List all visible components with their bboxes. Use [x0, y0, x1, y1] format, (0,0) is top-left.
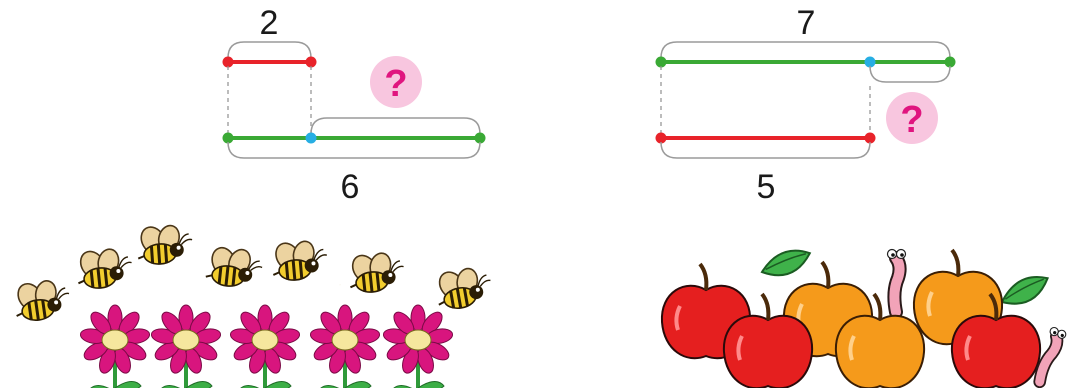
bottom-label: 6 — [341, 168, 360, 206]
diagram-right: 7 ? 5 — [655, 4, 956, 206]
question-mark: ? — [900, 99, 923, 141]
top-bracket — [227, 41, 312, 59]
question-mark: ? — [384, 63, 407, 105]
endpoint — [655, 132, 667, 144]
bottom-label: 5 — [757, 168, 776, 206]
endpoint — [222, 56, 234, 68]
endpoint — [944, 56, 956, 68]
worm-icon — [888, 250, 906, 313]
leaf-icon — [758, 247, 814, 279]
top-bracket — [660, 41, 951, 59]
flower-icon — [380, 303, 456, 388]
bottom-bracket — [227, 141, 481, 159]
bee-icon — [268, 234, 331, 284]
apples-illustration — [659, 247, 1067, 388]
top-label: 7 — [797, 4, 816, 42]
flower-icon — [227, 303, 303, 388]
endpoint — [305, 56, 317, 68]
diagram-left: 2 ? 6 — [222, 4, 486, 206]
endpoint — [222, 132, 234, 144]
bee-icon — [10, 272, 74, 325]
endpoint — [864, 132, 876, 144]
endpoint — [655, 56, 667, 68]
split-point — [305, 132, 317, 144]
bee-icon — [345, 245, 408, 296]
endpoint — [474, 132, 486, 144]
split-point — [864, 56, 876, 68]
bees-and-flowers-illustration — [10, 218, 496, 388]
difference-bracket — [310, 117, 481, 135]
flower-icon — [77, 303, 153, 388]
bee-icon — [134, 218, 196, 268]
difference-bracket — [869, 65, 951, 83]
bottom-bracket — [660, 141, 871, 159]
leaf-icon — [996, 272, 1053, 309]
question-badge — [886, 92, 938, 144]
bee-icon — [203, 241, 266, 291]
bee-icon — [431, 259, 496, 314]
bee-icon — [73, 241, 136, 292]
flower-icon — [148, 303, 224, 388]
top-label: 2 — [260, 4, 279, 42]
flower-icon — [307, 303, 383, 388]
question-badge — [370, 56, 422, 108]
